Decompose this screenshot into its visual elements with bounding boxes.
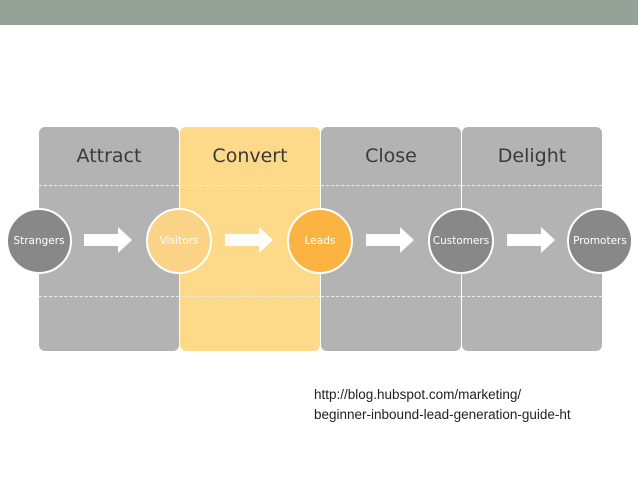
source-url-line: http://blog.hubspot.com/marketing/ — [314, 387, 522, 402]
node-strangers: Strangers — [6, 208, 72, 274]
divider-line — [180, 296, 320, 297]
stage-title-close: Close — [365, 145, 417, 167]
divider-line — [462, 296, 602, 297]
divider-line — [321, 185, 461, 186]
arrow-right-icon — [366, 227, 414, 253]
arrow-right-icon — [225, 227, 273, 253]
arrow-right-icon — [507, 227, 555, 253]
divider-line — [462, 185, 602, 186]
node-leads: Leads — [287, 208, 353, 274]
node-visitors: Visitors — [146, 208, 212, 274]
divider-line — [39, 296, 179, 297]
node-customers: Customers — [428, 208, 494, 274]
stage-title-convert: Convert — [212, 145, 288, 167]
arrow-right-icon — [84, 227, 132, 253]
source-url-line: beginner-inbound-lead-generation-guide-h… — [314, 407, 571, 422]
divider-line — [321, 296, 461, 297]
node-promoters: Promoters — [567, 208, 633, 274]
top-bar — [0, 0, 638, 25]
divider-line — [39, 185, 179, 186]
source-url[interactable]: http://blog.hubspot.com/marketing/ begin… — [314, 385, 571, 425]
stage-title-delight: Delight — [497, 145, 567, 167]
stage-title-attract: Attract — [76, 145, 142, 167]
divider-line — [180, 185, 320, 186]
